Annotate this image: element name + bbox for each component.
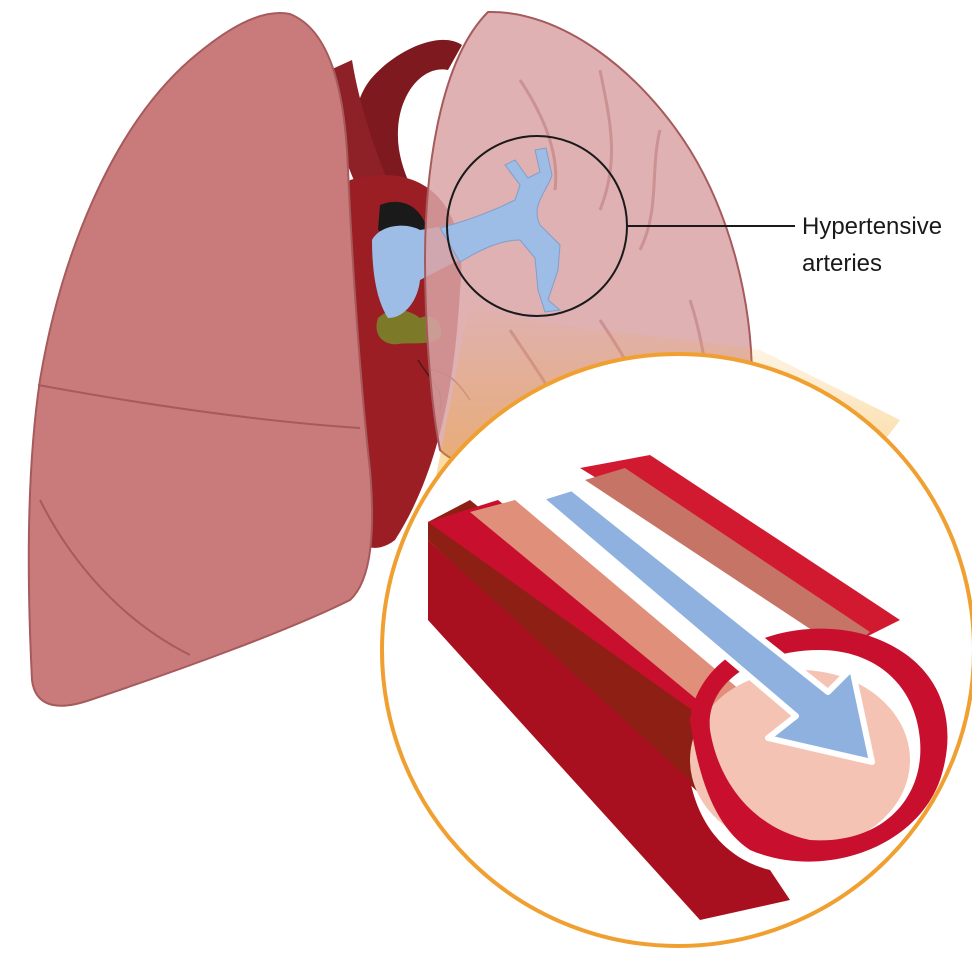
zoom-detail [382, 354, 972, 946]
callout-label-line2: arteries [802, 250, 882, 277]
right-lung-shape [29, 13, 372, 706]
callout-label-line1: Hypertensive [802, 213, 942, 240]
right-lung [29, 13, 372, 706]
